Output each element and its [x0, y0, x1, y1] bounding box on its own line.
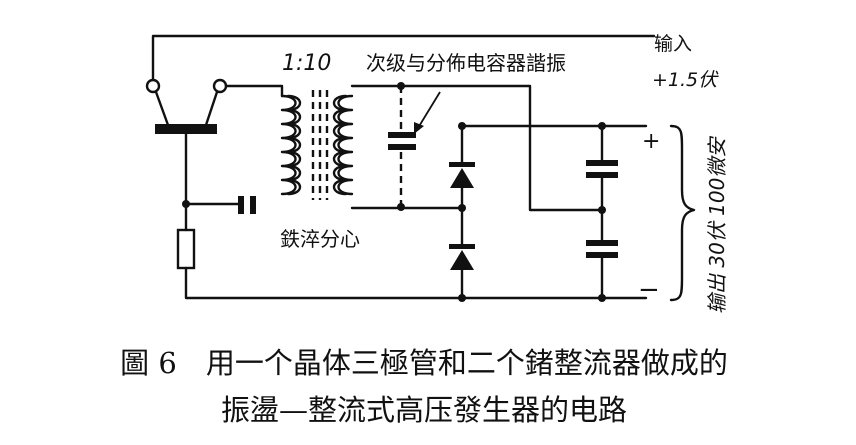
node-diode-top [458, 122, 466, 130]
switch-terminal-left [145, 78, 161, 94]
output-cap-2-plate-top [586, 240, 618, 246]
input-label: 输入 [654, 33, 692, 55]
diode-lower-bar [449, 244, 475, 249]
output-brace [669, 124, 696, 302]
bottom-return-wire [184, 266, 648, 300]
node-cap-column-top [598, 122, 606, 130]
annotation-arrowhead [414, 122, 424, 134]
secondary-capacitance-label: 次级与分佈电容器諧振 [366, 51, 566, 75]
node-cap-column-mid [598, 206, 606, 214]
primary-top-wire [224, 84, 284, 98]
base-cap-plate-right [250, 196, 256, 214]
base-cap-plate-left [238, 196, 244, 214]
distributed-cap-plate-bottom [388, 144, 416, 150]
plus-label: + [642, 129, 660, 154]
transistor-bar [155, 124, 217, 134]
secondary-coil [332, 94, 354, 196]
output-cap-2-plate-bottom [586, 252, 618, 258]
caption-line-2: 振盪—整流式高压發生器的电路 [221, 393, 627, 427]
node-cap-bottom [397, 203, 405, 211]
node-cap-top [397, 82, 405, 90]
switch-to-right-terminal [204, 90, 219, 127]
primary-coil [280, 94, 302, 196]
switch-terminal-right [212, 78, 228, 94]
secondary-top-wire [350, 84, 604, 212]
caption-line-1: 圖 6 用一个晶体三極管和二个鍺整流器做成的 [120, 346, 728, 380]
annotation-arrow [417, 91, 441, 129]
switch-to-left-terminal [154, 90, 170, 127]
core-label: 鉄淬分心 [280, 227, 360, 251]
output-cap-1-plate-top [586, 160, 618, 166]
node-diode-mid [458, 204, 466, 212]
ratio-label: 1:10 [282, 51, 331, 76]
distributed-cap-plate-top [388, 132, 416, 138]
minus-label: − [638, 275, 660, 305]
input-voltage-label: +1.5伏 [652, 69, 719, 91]
diode-upper [450, 168, 474, 188]
output-label: 输出 30伏 100微安 [705, 136, 729, 314]
output-cap-1-plate-bottom [586, 172, 618, 178]
resistor [176, 228, 196, 270]
input-wire [151, 34, 656, 82]
diode-upper-bar [449, 162, 475, 167]
diode-lower [450, 250, 474, 270]
